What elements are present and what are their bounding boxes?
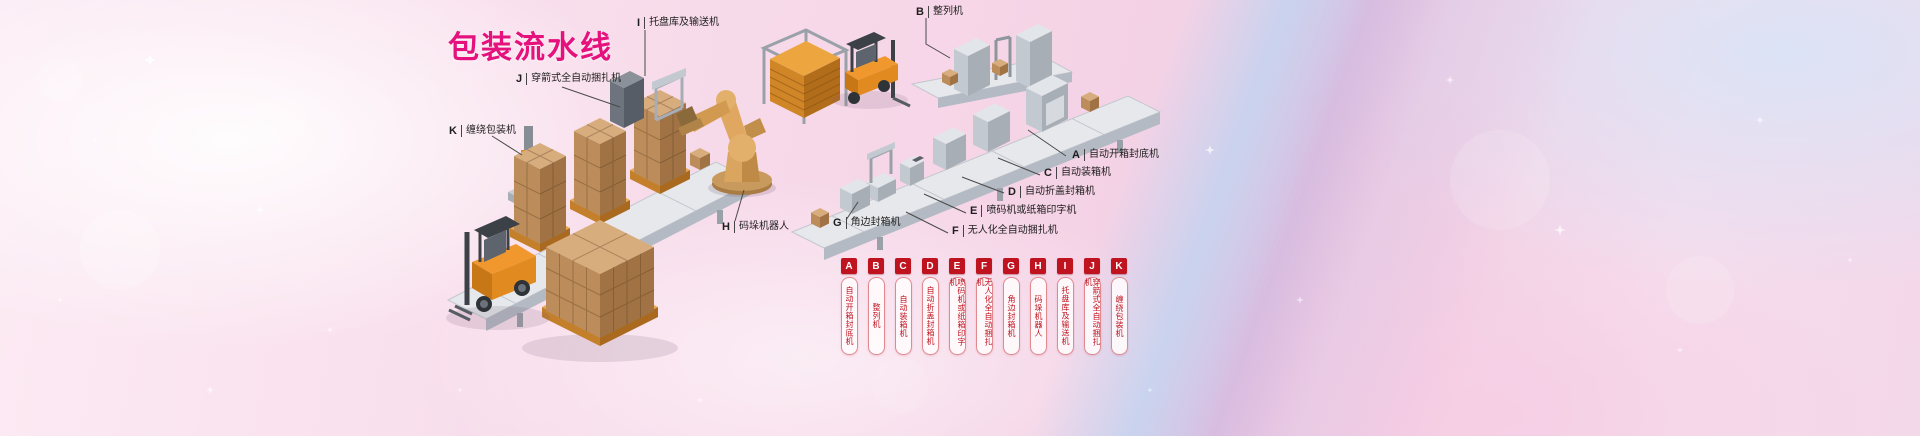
callout-label: 无人化全自动捆扎机 (962, 225, 1058, 237)
callout-letter: E (970, 205, 978, 217)
legend-label: 自动折盖封箱机 (926, 286, 935, 346)
callout-F: F 无人化全自动捆扎机 (952, 225, 1058, 238)
callout-letter: F (952, 225, 959, 237)
callout-letter: I (637, 17, 641, 29)
callout-label: 自动开箱封底机 (1083, 149, 1159, 161)
legend-item-D: D 自动折盖封箱机 (921, 258, 939, 355)
legend-pill: 自动开箱封底机 (840, 277, 858, 355)
legend-letter-badge: C (895, 258, 911, 274)
legend-label: 穿箭式全自动捆扎机 (1084, 278, 1101, 346)
legend-letter-badge: K (1111, 258, 1127, 274)
callout-H: H 码垛机器人 (722, 221, 789, 234)
big-box-pallet (522, 220, 678, 362)
callout-letter: H (722, 221, 730, 233)
legend-pill: 整列机 (867, 277, 885, 355)
legend-pill: 无人化全自动捆扎机 (975, 277, 993, 355)
legend-item-I: I 托盘库及输送机 (1056, 258, 1074, 355)
aligning-machine (942, 24, 1052, 96)
callout-label: 角边封箱机 (845, 217, 901, 229)
legend-item-A: A 自动开箱封底机 (840, 258, 858, 355)
callout-letter: C (1044, 167, 1052, 179)
callout-letter: K (449, 125, 457, 137)
corner-sealer-machine (840, 179, 870, 214)
legend-item-B: B 整列机 (867, 258, 885, 355)
legend-item-K: K 缠绕包装机 (1110, 258, 1128, 355)
legend-label: 整列机 (872, 303, 881, 329)
callout-label: 自动折盖封箱机 (1019, 186, 1095, 198)
legend: A 自动开箱封底机 B 整列机 C 自动装箱机 D 自动折盖封箱机 E 喷码机或… (840, 258, 1128, 355)
legend-item-H: H 码垛机器人 (1029, 258, 1047, 355)
case-erector-machine (1026, 75, 1068, 132)
callout-B: B 整列机 (916, 6, 963, 19)
legend-item-F: F 无人化全自动捆扎机 (975, 258, 993, 355)
legend-letter-badge: J (1084, 258, 1100, 274)
callout-label: 托盘库及输送机 (644, 17, 719, 29)
case-packer-machine (973, 103, 1010, 152)
strapping-arch-machine (866, 142, 896, 202)
forklift-front (446, 216, 550, 330)
legend-letter-badge: A (841, 258, 857, 274)
inkjet-printer-machine (900, 156, 924, 186)
conveyor-right (790, 95, 1162, 260)
legend-letter-badge: H (1030, 258, 1046, 274)
legend-label: 喷码机或纸箱印字机 (949, 278, 966, 346)
legend-letter-badge: B (868, 258, 884, 274)
palletizer-robot (676, 90, 776, 197)
callout-letter: J (516, 73, 523, 85)
strapping-machine (610, 68, 710, 170)
callout-K: K 缠绕包装机 (449, 125, 516, 138)
legend-label: 缠绕包装机 (1115, 294, 1124, 338)
callout-J: J 穿箭式全自动捆扎机 (516, 73, 621, 86)
carton-sealer-machine (933, 127, 966, 170)
legend-letter-badge: E (949, 258, 965, 274)
callout-label: 码垛机器人 (733, 221, 789, 233)
callout-letter: D (1008, 186, 1016, 198)
callout-label: 缠绕包装机 (460, 125, 516, 137)
callout-label: 整列机 (927, 6, 963, 18)
callout-label: 自动装箱机 (1055, 167, 1111, 179)
legend-letter-badge: F (976, 258, 992, 274)
callout-letter: A (1072, 149, 1080, 161)
forklift-back (832, 32, 911, 109)
legend-letter-badge: I (1057, 258, 1073, 274)
legend-item-C: C 自动装箱机 (894, 258, 912, 355)
callout-I: I 托盘库及输送机 (637, 17, 719, 30)
legend-pill: 角边封箱机 (1002, 277, 1020, 355)
legend-letter-badge: D (922, 258, 938, 274)
legend-pill: 穿箭式全自动捆扎机 (1083, 277, 1101, 355)
legend-label: 码垛机器人 (1034, 294, 1043, 338)
callout-D: D 自动折盖封箱机 (1008, 186, 1095, 199)
legend-item-J: J 穿箭式全自动捆扎机 (1083, 258, 1101, 355)
legend-label: 托盘库及输送机 (1061, 286, 1070, 346)
legend-label: 角边封箱机 (1007, 294, 1016, 338)
pallet-stack (510, 90, 690, 252)
callout-G: G 角边封箱机 (833, 217, 901, 230)
legend-pill: 自动装箱机 (894, 277, 912, 355)
pallet-dispenser (760, 28, 850, 124)
legend-pill: 自动折盖封箱机 (921, 277, 939, 355)
legend-pill: 缠绕包装机 (1110, 277, 1128, 355)
legend-label: 自动开箱封底机 (845, 286, 854, 346)
legend-item-G: G 角边封箱机 (1002, 258, 1020, 355)
legend-label: 自动装箱机 (899, 294, 908, 338)
legend-letter-badge: G (1003, 258, 1019, 274)
callout-A: A 自动开箱封底机 (1072, 149, 1159, 162)
legend-item-E: E 喷码机或纸箱印字机 (948, 258, 966, 355)
cartons-on-belt (811, 92, 1099, 228)
bokeh-circles (38, 58, 1734, 413)
callout-label: 喷码机或纸箱印字机 (981, 205, 1076, 217)
callout-letter: G (833, 217, 842, 229)
legend-label: 无人化全自动捆扎机 (976, 278, 993, 346)
callout-leader-lines (491, 18, 1067, 234)
callout-C: C 自动装箱机 (1044, 167, 1111, 180)
callout-label: 穿箭式全自动捆扎机 (526, 73, 621, 85)
legend-pill: 喷码机或纸箱印字机 (948, 277, 966, 355)
callout-letter: B (916, 6, 924, 18)
legend-pill: 托盘库及输送机 (1056, 277, 1074, 355)
banner-title: 包装流水线 (448, 30, 613, 65)
callout-E: E 喷码机或纸箱印字机 (970, 205, 1076, 218)
legend-pill: 码垛机器人 (1029, 277, 1047, 355)
